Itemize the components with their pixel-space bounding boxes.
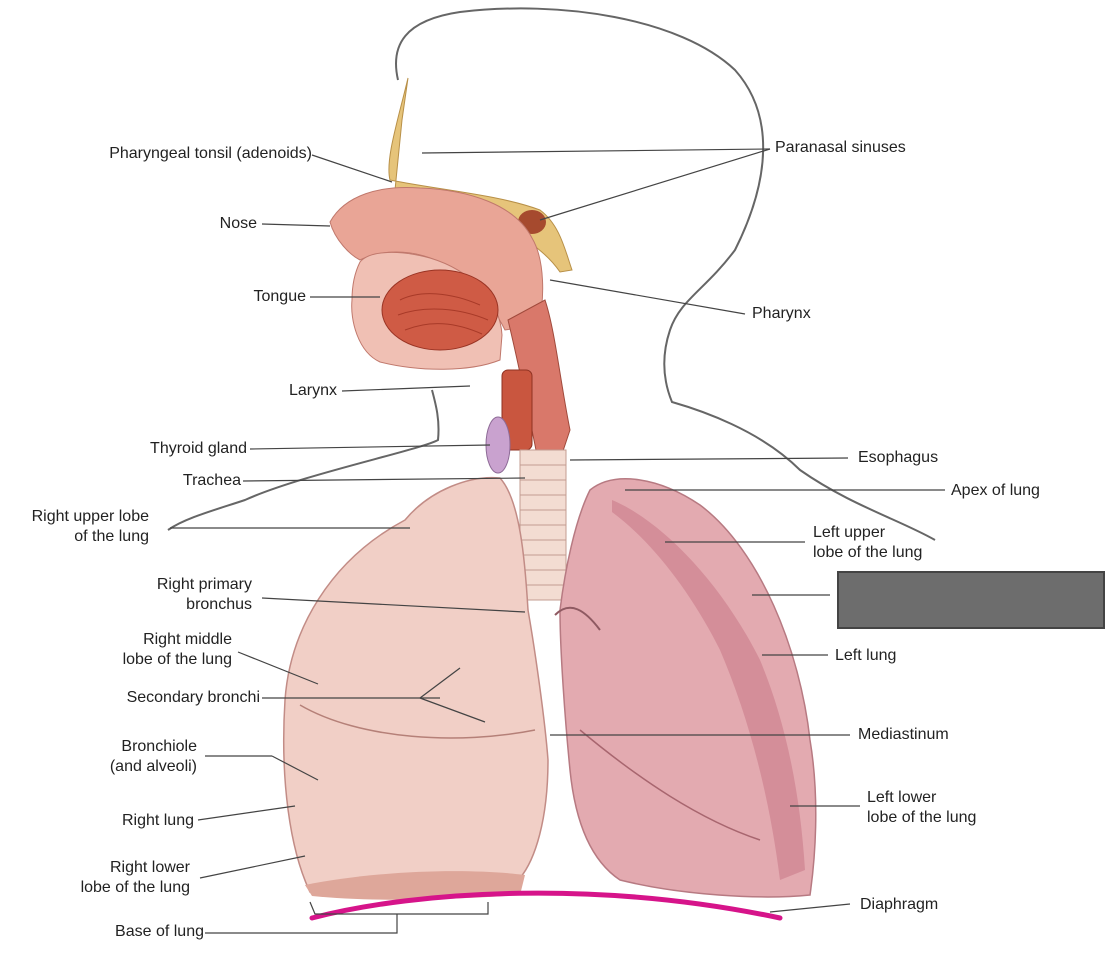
label-right-primary-bronchus: Right primary bronchus — [156, 576, 252, 613]
label-esophagus: Esophagus — [858, 449, 939, 466]
diaphragm-curve — [309, 890, 783, 921]
label-pharyngeal-tonsil: Pharyngeal tonsil (adenoids) — [109, 145, 312, 162]
label-apex-of-lung: Apex of lung — [951, 482, 1040, 499]
neck-left-outline — [167, 389, 440, 531]
label-left-upper-lobe: Left upper lobe of the lung — [813, 524, 923, 561]
label-larynx: Larynx — [288, 382, 337, 399]
label-left-lower-lobe: Left lower lobe of the lung — [867, 789, 977, 826]
label-tongue: Tongue — [253, 288, 307, 305]
label-thyroid-gland: Thyroid gland — [150, 440, 247, 457]
label-nose: Nose — [219, 215, 257, 232]
label-mediastinum: Mediastinum — [858, 726, 949, 743]
right-lung-shape — [283, 476, 549, 894]
left-lung-shape — [559, 478, 817, 898]
label-right-lower-lobe: Right lower lobe of the lung — [80, 859, 190, 896]
label-right-middle-lobe: Right middle lobe of the lung — [122, 631, 232, 668]
label-left-lung: Left lung — [835, 647, 897, 664]
label-base-of-lung: Base of lung — [115, 923, 204, 940]
label-right-upper-lobe: Right upper lobe of the lung — [31, 508, 149, 545]
label-secondary-bronchi: Secondary bronchi — [126, 689, 260, 706]
tongue-shape — [381, 269, 499, 351]
label-trachea: Trachea — [182, 472, 241, 489]
label-bronchiole: Bronchiole (and alveoli) — [109, 738, 197, 775]
label-diaphragm: Diaphragm — [860, 896, 939, 913]
label-pharynx: Pharynx — [752, 305, 811, 322]
larynx-shape — [501, 369, 533, 451]
hidden-label-box — [837, 571, 1105, 629]
leader-lines — [170, 148, 945, 934]
label-paranasal-sinuses: Paranasal sinuses — [775, 139, 906, 156]
label-right-lung: Right lung — [121, 812, 194, 829]
